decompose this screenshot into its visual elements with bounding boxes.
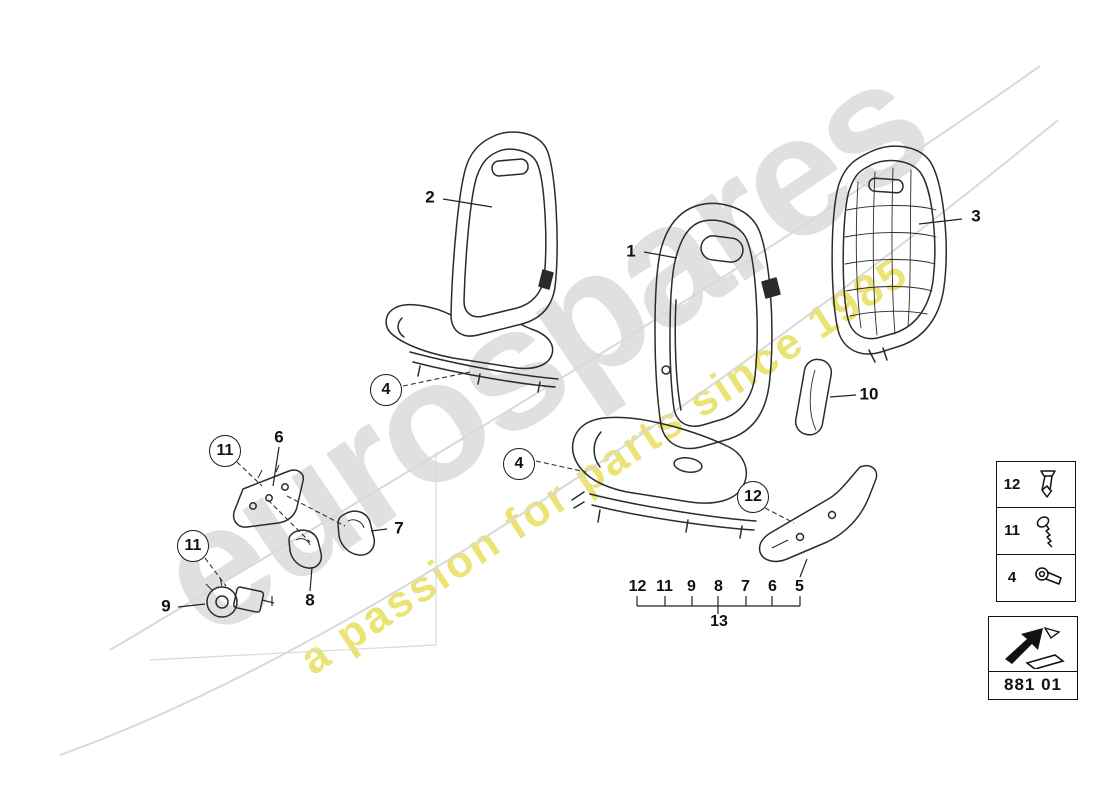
- seat-main-center: [571, 202, 781, 539]
- part-side-pad: [794, 358, 833, 436]
- part-bracket: [232, 464, 305, 528]
- callout-2[interactable]: 2: [425, 187, 435, 207]
- part-cover-cap-large: [337, 510, 376, 556]
- callout-11-label: 11: [216, 442, 234, 459]
- callout-10[interactable]: 10: [859, 384, 879, 404]
- part-code-box[interactable]: 881 01: [988, 616, 1078, 700]
- scale-item-12[interactable]: 12: [628, 578, 647, 595]
- part-rail-trim: [758, 465, 878, 563]
- scale-item-7[interactable]: 7: [741, 578, 750, 595]
- callout-1[interactable]: 1: [626, 241, 636, 261]
- legend-row-11[interactable]: 11: [997, 508, 1075, 555]
- scale-item-9[interactable]: 9: [687, 578, 696, 595]
- screw-icon: [1024, 512, 1072, 550]
- callout-7[interactable]: 7: [394, 518, 404, 538]
- legend-row-12[interactable]: 12: [997, 462, 1075, 509]
- callout-13[interactable]: 13: [710, 613, 728, 630]
- callout-11-circle-b[interactable]: 11: [177, 530, 209, 562]
- scale-item-5[interactable]: 5: [795, 578, 804, 595]
- callout-9[interactable]: 9: [161, 596, 171, 616]
- scale-bracket: [636, 596, 801, 614]
- callout-4-circle-b[interactable]: 4: [503, 448, 535, 480]
- callout-12-circle[interactable]: 12: [737, 481, 769, 513]
- swoosh-curves: [59, 65, 1059, 756]
- part-cover-cap-small: [288, 529, 323, 569]
- callout-11-label: 11: [184, 537, 202, 554]
- hardware-legend: 12 11 4: [996, 461, 1076, 602]
- callout-8[interactable]: 8: [305, 590, 315, 610]
- callout-3[interactable]: 3: [971, 206, 981, 226]
- dashed-leader-lines: [204, 371, 795, 587]
- callout-4-label: 4: [514, 455, 524, 472]
- scale-item-8[interactable]: 8: [714, 578, 723, 595]
- seat-complete-left: [385, 131, 559, 393]
- direction-arrow-icon: [989, 617, 1077, 671]
- fastener-scale-row: 12 11 9 8 7 6 5: [624, 579, 813, 595]
- leader-lines: [177, 198, 963, 608]
- callout-4-label: 4: [381, 381, 391, 398]
- callout-11-circle-a[interactable]: 11: [209, 435, 241, 467]
- scale-item-11[interactable]: 11: [656, 578, 673, 595]
- part-code-label: 881 01: [989, 671, 1077, 699]
- part-seat-motor: [205, 577, 275, 618]
- legend-num-12: 12: [1003, 476, 1021, 494]
- legend-num-11: 11: [1004, 522, 1020, 540]
- callout-6[interactable]: 6: [274, 427, 284, 447]
- callout-4-circle-a[interactable]: 4: [370, 374, 402, 406]
- bolt-icon: [1024, 559, 1072, 597]
- seat-backrest-shell-right: [831, 145, 947, 363]
- scale-item-6[interactable]: 6: [768, 578, 777, 595]
- legend-num-4: 4: [1007, 569, 1017, 587]
- push-clip-icon: [1024, 466, 1072, 504]
- callout-12-label: 12: [744, 488, 762, 505]
- legend-row-4[interactable]: 4: [997, 555, 1075, 601]
